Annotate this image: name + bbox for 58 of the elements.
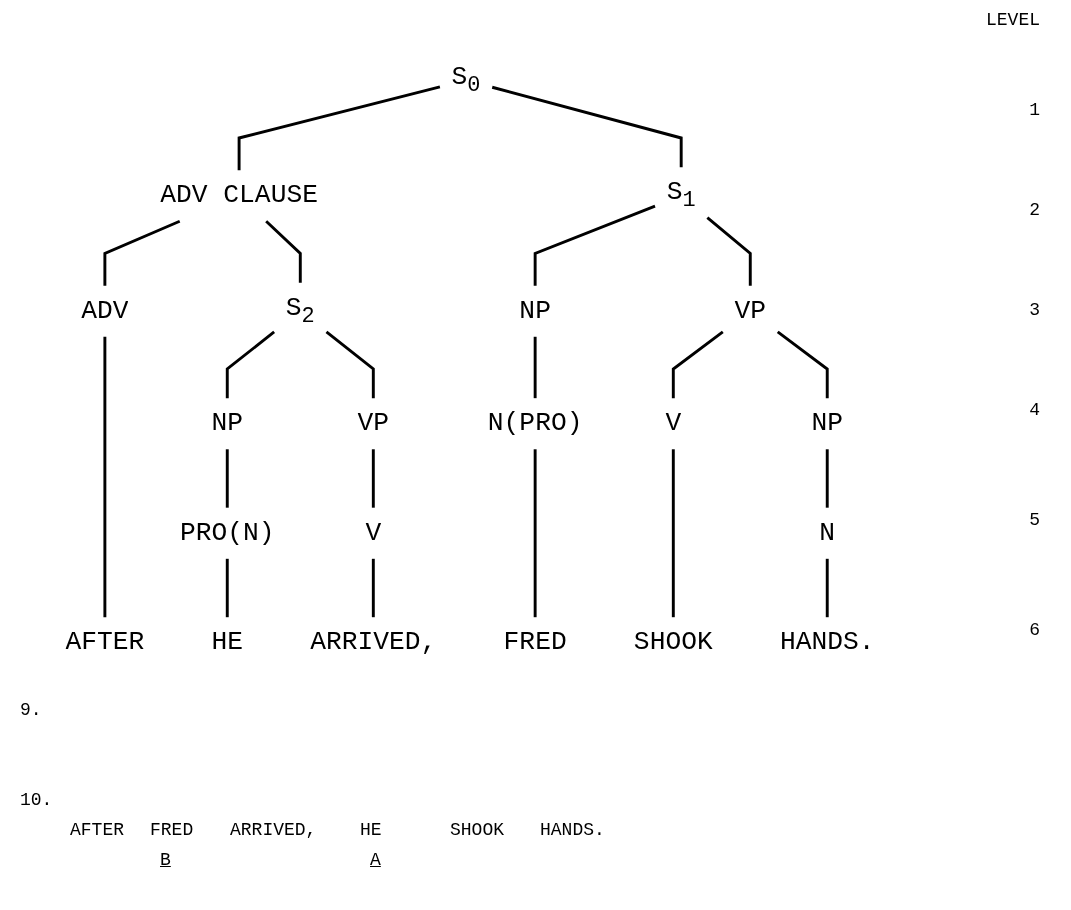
connector bbox=[237, 85, 441, 171]
word: SHOOK bbox=[450, 820, 504, 840]
node-text: HANDS. bbox=[779, 627, 875, 657]
node-text: VP bbox=[357, 408, 390, 438]
node-text: HE bbox=[211, 627, 244, 657]
connector bbox=[671, 330, 724, 399]
sentence-number: 10. bbox=[20, 790, 53, 810]
reference-letter: B bbox=[160, 850, 171, 870]
connector bbox=[225, 449, 229, 508]
word: HE bbox=[360, 820, 382, 840]
node-text: SHOOK bbox=[633, 627, 713, 657]
node-text: ADV bbox=[81, 295, 129, 326]
connector bbox=[371, 558, 375, 618]
reference-letter: A bbox=[370, 850, 381, 870]
node-text: V bbox=[365, 517, 382, 548]
node-text: NP bbox=[811, 408, 844, 438]
node-text: S$_{2}$ bbox=[285, 292, 315, 329]
level-number: 5 bbox=[1029, 510, 1040, 530]
level-heading: LEVEL bbox=[986, 10, 1040, 30]
connector bbox=[706, 216, 752, 286]
connector bbox=[533, 336, 537, 399]
connector bbox=[533, 449, 537, 618]
node-text: N(PRO) bbox=[487, 408, 583, 438]
node-text: VP bbox=[734, 295, 767, 326]
node-text: PRO(N) bbox=[179, 517, 275, 548]
level-number: 3 bbox=[1029, 300, 1040, 320]
level-number: 2 bbox=[1029, 200, 1040, 220]
connector bbox=[825, 558, 829, 618]
word: ARRIVED, bbox=[230, 820, 317, 840]
node-text: S$_{1}$ bbox=[666, 177, 696, 214]
connector bbox=[325, 330, 375, 399]
connector bbox=[533, 204, 656, 286]
level-number: 4 bbox=[1029, 400, 1040, 420]
word: AFTER bbox=[70, 820, 124, 840]
node-text: FRED bbox=[503, 627, 567, 657]
connector bbox=[225, 558, 229, 618]
connector bbox=[103, 336, 107, 618]
node-text: ADV CLAUSE bbox=[160, 180, 318, 210]
node-text: N bbox=[819, 517, 836, 548]
word: FRED bbox=[150, 820, 194, 840]
sentence-number: 9. bbox=[20, 700, 42, 720]
connector bbox=[776, 330, 829, 399]
node-text: V bbox=[665, 408, 682, 438]
node-text: ARRIVED, bbox=[310, 627, 437, 657]
connector bbox=[825, 449, 829, 508]
connector bbox=[265, 220, 302, 283]
connector bbox=[225, 330, 276, 399]
node-text: NP bbox=[519, 295, 551, 326]
connector bbox=[103, 219, 181, 286]
node-text: NP bbox=[211, 408, 244, 438]
word: HANDS. bbox=[540, 820, 605, 840]
connector bbox=[371, 449, 375, 508]
connector bbox=[671, 449, 675, 618]
level-number: 6 bbox=[1029, 620, 1040, 640]
connector bbox=[491, 85, 683, 168]
node-text: AFTER bbox=[65, 627, 145, 657]
level-number: 1 bbox=[1029, 100, 1040, 120]
node-text: S$_{0}$ bbox=[451, 61, 481, 98]
